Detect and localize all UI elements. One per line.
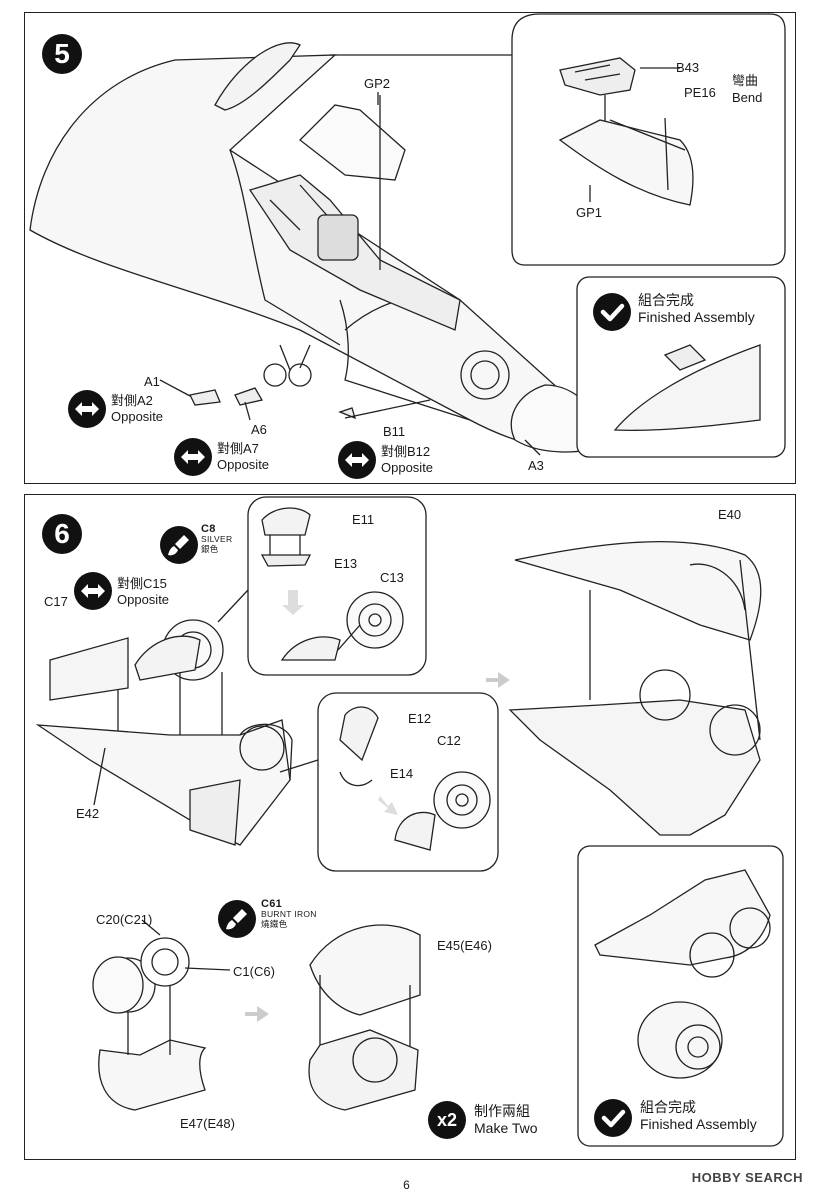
label-bend-en: Bend [732,90,763,105]
paint-c8-name: SILVER [201,534,233,544]
label-e45: E45(E46) [437,938,492,953]
label-e42: E42 [76,806,100,821]
finished-assembly-cn: 組合完成 [638,292,694,308]
label-c20: C20(C21) [96,912,153,927]
opposite-b12-cn: 對側B12 [381,444,431,459]
step5-number: 5 [42,34,82,74]
label-b11: B11 [383,424,406,439]
label-e12: E12 [408,711,432,726]
make-two-badge: x2 [428,1101,466,1139]
opposite-arrow-icon [174,438,212,476]
paint-c8-cn: 銀色 [201,544,219,554]
label-e40: E40 [718,507,742,522]
opposite-a2-cn: 對側A2 [111,393,153,408]
finished-assembly-en: Finished Assembly [638,309,755,325]
make-two-en: Make Two [474,1120,538,1136]
paint-brush-icon [160,526,198,564]
opposite-c15-en: Opposite [117,592,170,607]
check-icon [593,293,631,331]
make-two-cn: 制作兩組 [474,1103,530,1119]
make-two-multiplier: x2 [436,1109,458,1130]
label-gp2: GP2 [364,76,391,91]
finished-assembly-6-cn: 組合完成 [640,1099,696,1115]
check-icon [594,1099,632,1137]
label-a1: A1 [144,374,160,389]
opposite-arrow-icon [68,390,106,428]
page-number: 6 [403,1178,410,1192]
opposite-b12-en: Opposite [381,460,434,475]
label-b43: B43 [676,60,700,75]
step6-number: 6 [42,514,82,554]
label-c1: C1(C6) [233,964,275,979]
label-a3: A3 [528,458,544,473]
label-gp1: GP1 [576,205,603,220]
paint-c8: C8 SILVER 銀色 [201,523,233,555]
paint-c61: C61 BURNT IRON 燒鐵色 [261,898,317,930]
finished-assembly-6-en: Finished Assembly [640,1116,757,1132]
windscreen-gp2 [299,104,406,181]
label-e47: E47(E48) [180,1116,235,1131]
label-pe16: PE16 [684,85,716,100]
paint-c61-code: C61 [261,898,283,910]
opposite-a2-en: Opposite [111,409,164,424]
opposite-a7-en: Opposite [217,457,270,472]
label-a6: A6 [251,422,267,437]
label-e14: E14 [390,766,414,781]
paint-c61-cn: 燒鐵色 [261,919,288,929]
opposite-c15-cn: 對側C15 [117,576,167,591]
label-e13: E13 [334,556,358,571]
label-c17: C17 [44,594,68,609]
watermark: HOBBY SEARCH [691,1170,803,1185]
canopy-part [214,42,301,111]
opposite-arrow-icon [74,572,112,610]
paint-c8-code: C8 [201,523,216,535]
paint-c61-name: BURNT IRON [261,909,317,919]
label-e11: E11 [352,512,375,527]
label-c13: C13 [380,570,404,585]
opposite-arrow-icon [338,441,376,479]
opposite-a7-cn: 對側A7 [217,441,259,456]
label-bend-cn: 彎曲 [732,73,759,88]
intake-e40 [514,540,762,641]
label-c12: C12 [437,733,461,748]
paint-brush-icon [218,900,256,938]
